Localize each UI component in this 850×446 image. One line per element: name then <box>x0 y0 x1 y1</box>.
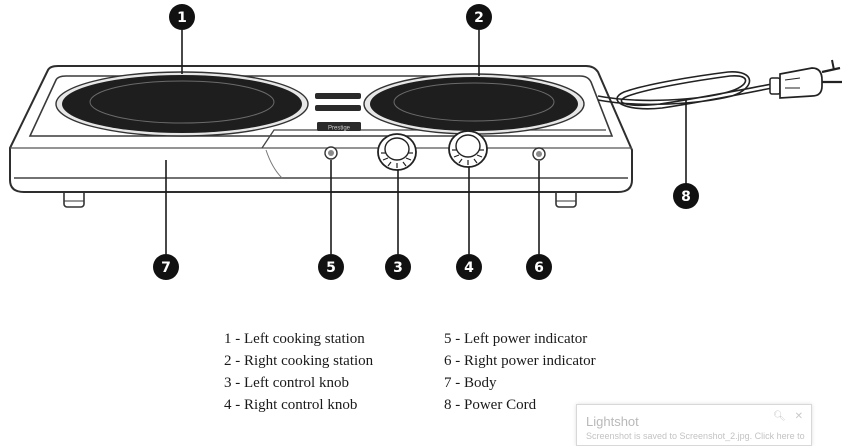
right-cooking-station <box>363 73 585 135</box>
legend-item: 3 - Left control knob <box>224 375 349 391</box>
svg-text:7: 7 <box>161 260 171 276</box>
right-control-knob[interactable] <box>448 130 488 168</box>
svg-text:3: 3 <box>393 260 403 276</box>
callout-7: 7 <box>153 254 179 280</box>
hot-plate-diagram: Prestige <box>9 4 842 280</box>
legend-item: 6 - Right power indicator <box>444 353 596 369</box>
vent-slot <box>315 93 361 99</box>
legend-item: 2 - Right cooking station <box>224 353 374 369</box>
svg-text:6: 6 <box>534 260 544 276</box>
panel-shadow <box>265 149 283 179</box>
brand-plate-text: Prestige <box>328 126 351 132</box>
screenshot-notification[interactable]: Lightshot 🔍︎ ✕ Screenshot is saved to Sc… <box>576 404 812 446</box>
svg-text:8: 8 <box>681 189 691 205</box>
left-power-indicator <box>324 146 338 160</box>
legend-right-column: 5 - Left power indicator 6 - Right power… <box>444 328 596 416</box>
callout-1: 1 <box>169 4 195 30</box>
legend-item: 1 - Left cooking station <box>224 331 365 347</box>
notification-text[interactable]: Screenshot is saved to Screenshot_2.jpg.… <box>586 431 805 441</box>
brand-plate <box>317 122 361 131</box>
magnifier-icon[interactable]: 🔍︎ <box>773 411 786 422</box>
power-cord <box>597 71 773 110</box>
svg-text:5: 5 <box>326 260 336 276</box>
legend-item: 4 - Right control knob <box>224 397 358 413</box>
legend-item: 7 - Body <box>444 375 497 391</box>
close-icon[interactable]: ✕ <box>794 411 803 422</box>
callout-3: 3 <box>385 254 411 280</box>
callout-2: 2 <box>466 4 492 30</box>
notification-title: Lightshot <box>586 414 639 429</box>
callout-4: 4 <box>456 254 482 280</box>
left-cooking-station <box>55 71 309 137</box>
callout-6: 6 <box>526 254 552 280</box>
legend-item: 8 - Power Cord <box>444 397 537 413</box>
svg-text:1: 1 <box>177 10 187 26</box>
vent-slot <box>315 105 361 111</box>
svg-text:2: 2 <box>474 10 484 26</box>
notification-controls: 🔍︎ ✕ <box>767 411 803 422</box>
legend-item: 5 - Left power indicator <box>444 331 588 347</box>
legend-left-column: 1 - Left cooking station 2 - Right cooki… <box>224 328 373 416</box>
right-power-indicator <box>532 147 546 161</box>
left-control-knob[interactable] <box>377 133 417 171</box>
callout-5: 5 <box>318 254 344 280</box>
power-plug <box>769 59 842 99</box>
svg-text:4: 4 <box>464 260 474 276</box>
callout-8: 8 <box>673 183 699 209</box>
leader-lines <box>165 30 687 254</box>
